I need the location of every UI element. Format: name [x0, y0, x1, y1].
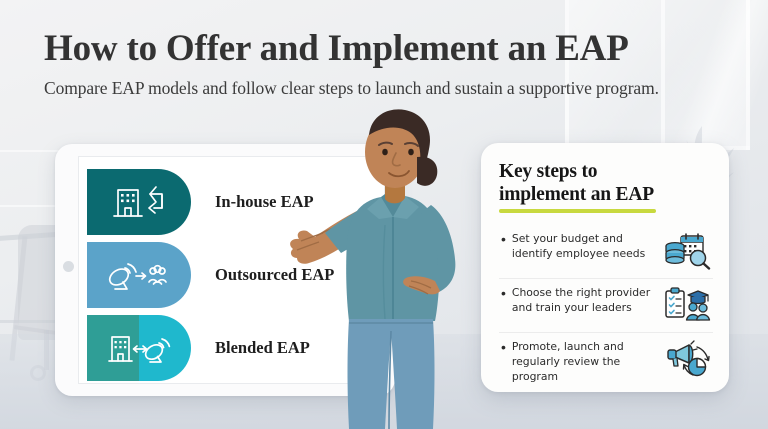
megaphone-piechart-refresh-icon: [667, 340, 710, 377]
card-title: Key steps to implement an EAP: [499, 160, 713, 206]
bullet-marker: •: [501, 231, 506, 247]
eap-models-tablet: In-house EAP: [55, 144, 395, 396]
desk-leg-shape: [9, 236, 28, 361]
key-step-icon-slot: [663, 286, 713, 324]
presenter-pants: [347, 319, 435, 429]
eap-model-label: In-house EAP: [215, 192, 314, 211]
key-step-item[interactable]: • Promote, launch and regularly review t…: [499, 333, 713, 393]
card-title-line1: Key steps to: [499, 161, 598, 182]
key-step-item[interactable]: • Choose the right provider and train yo…: [499, 279, 713, 333]
eap-model-row-outsourced[interactable]: Outsourced EAP: [87, 242, 384, 308]
eap-model-row-inhouse[interactable]: In-house EAP: [87, 169, 384, 235]
building-exchange-satellite-icon: [108, 336, 171, 363]
outsourced-pill: [87, 242, 191, 308]
eap-model-list: In-house EAP: [87, 169, 384, 381]
eap-model-row-blended[interactable]: Blended EAP: [87, 315, 384, 381]
title-underline-accent: [499, 209, 656, 213]
key-steps-card: Key steps to implement an EAP • Set your…: [481, 143, 729, 392]
presenter-head: [365, 109, 438, 204]
tablet-camera-dot: [63, 261, 74, 272]
key-step-icon-slot: [663, 232, 713, 270]
bullet-marker: •: [501, 285, 506, 301]
key-step-text: Promote, launch and regularly review the…: [511, 340, 624, 383]
presenter-torso: [346, 191, 456, 321]
eap-model-label: Blended EAP: [215, 338, 310, 357]
chair-stem-shape: [44, 330, 49, 370]
key-step-icon-slot: [663, 340, 713, 378]
office-building-arrow-icon: [113, 186, 163, 217]
page-title: How to Offer and Implement an EAP: [44, 28, 629, 69]
key-steps-list: • Set your budget and identify employee …: [499, 225, 713, 393]
key-step-item[interactable]: • Set your budget and identify employee …: [499, 225, 713, 279]
key-step-text: Set your budget and identify employee ne…: [511, 232, 646, 260]
chair-wheel-shape: [30, 365, 46, 381]
coins-calendar-magnifier-icon: [665, 233, 711, 270]
header-block: How to Offer and Implement an EAP Compar…: [44, 28, 734, 99]
woman-presenter-illustration: [290, 109, 456, 429]
inhouse-pill: [87, 169, 191, 235]
bullet-marker: •: [501, 339, 506, 355]
blended-pill: [87, 315, 191, 381]
clipboard-checklist-graduates-icon: [665, 287, 711, 321]
page-subtitle: Compare EAP models and follow clear step…: [44, 78, 659, 99]
blended-pill-left-half: [87, 315, 139, 381]
card-title-line2: implement an EAP: [499, 184, 654, 205]
satellite-dish-to-people-icon: [108, 263, 167, 290]
eap-model-label: Outsourced EAP: [215, 265, 335, 284]
tablet-screen: In-house EAP: [78, 156, 385, 384]
key-step-text: Choose the right provider and train your…: [511, 286, 651, 314]
